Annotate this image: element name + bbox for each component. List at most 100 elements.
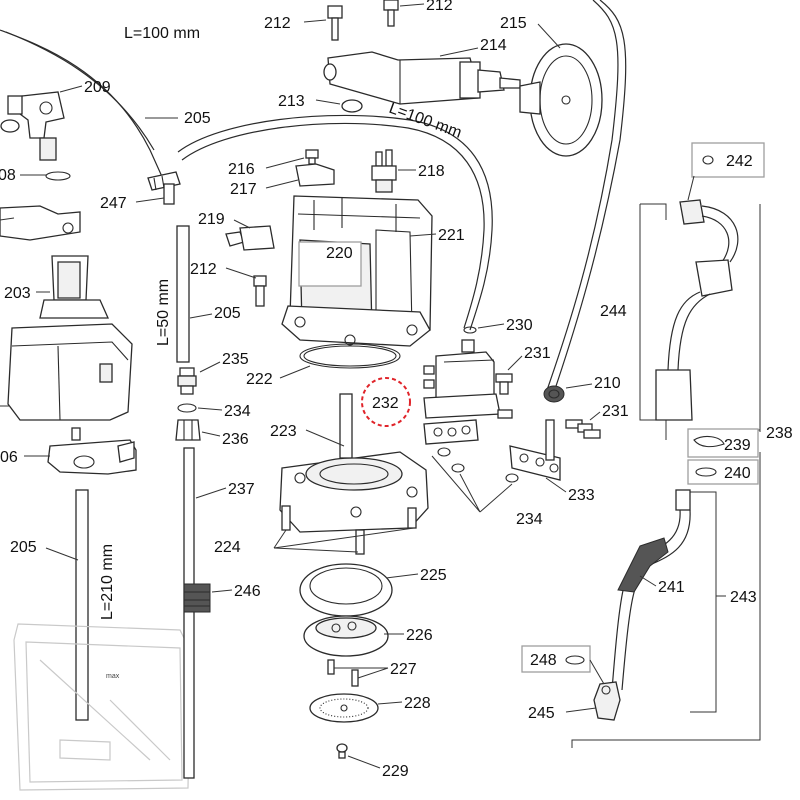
label-229: 229 bbox=[382, 763, 409, 780]
leader-223 bbox=[305, 429, 345, 447]
label-212-top-2: 212 bbox=[426, 0, 453, 14]
label-217: 217 bbox=[230, 181, 257, 198]
leader-230 bbox=[477, 323, 505, 329]
label-212-top-1: 212 bbox=[264, 15, 291, 32]
leader-221 bbox=[409, 233, 437, 237]
label-205-short: 205 bbox=[214, 305, 241, 322]
part-bracket-top-left bbox=[0, 205, 81, 241]
part-227-screw-b bbox=[351, 669, 359, 687]
leader-234-left bbox=[197, 407, 223, 411]
part-224-screw-c bbox=[407, 507, 417, 529]
part-212-screw-top-2 bbox=[383, 0, 399, 27]
part-234-oring-left bbox=[177, 403, 197, 413]
tube-205-top-mid-edge bbox=[181, 122, 485, 329]
part-231-screws-right bbox=[565, 419, 601, 439]
leader-217 bbox=[265, 179, 299, 189]
leader-236 bbox=[201, 431, 221, 437]
highlight-220-box bbox=[298, 241, 362, 287]
label-221: 221 bbox=[438, 227, 465, 244]
dim-tube-long: L=210 mm bbox=[99, 544, 116, 620]
label-216: 216 bbox=[228, 161, 255, 178]
part-241-steam-wand bbox=[611, 489, 691, 691]
tube-right-long bbox=[552, 0, 627, 396]
label-241: 241 bbox=[658, 579, 685, 596]
box-248 bbox=[521, 645, 591, 673]
leader-247 bbox=[135, 197, 165, 203]
leader-212-top-1 bbox=[303, 19, 327, 23]
part-247-tee-connector bbox=[147, 171, 181, 205]
leader-210 bbox=[565, 383, 593, 389]
part-234-plate-left bbox=[423, 419, 479, 445]
label-239: 239 bbox=[724, 437, 751, 454]
part-water-tank: max bbox=[13, 623, 191, 791]
part-219-sensor bbox=[225, 225, 275, 251]
part-208-clip bbox=[0, 119, 20, 133]
leader-219 bbox=[233, 219, 251, 229]
leader-215 bbox=[537, 23, 561, 49]
leader-224 bbox=[273, 527, 415, 553]
bracket-edge bbox=[0, 217, 15, 221]
label-248: 248 bbox=[530, 652, 557, 669]
box-242 bbox=[691, 142, 765, 178]
label-224: 224 bbox=[214, 539, 241, 556]
leader-237 bbox=[195, 487, 227, 499]
label-240: 240 bbox=[724, 465, 751, 482]
leader-205-long bbox=[45, 547, 79, 561]
highlight-232-circle bbox=[361, 377, 411, 427]
label-244: 244 bbox=[600, 303, 627, 320]
label-231-upper: 231 bbox=[524, 345, 551, 362]
part-239-clip bbox=[693, 435, 725, 448]
part-215-knob bbox=[519, 43, 603, 157]
part-230-oring bbox=[463, 326, 477, 334]
tank-max-mark: max bbox=[106, 673, 120, 680]
label-238: 238 bbox=[766, 425, 793, 442]
label-228: 228 bbox=[404, 695, 431, 712]
box-239 bbox=[687, 428, 759, 458]
part-245-wand-tip bbox=[593, 681, 621, 721]
part-223-group-head bbox=[279, 451, 429, 533]
tube-205-long bbox=[75, 489, 89, 721]
label-213: 213 bbox=[278, 93, 305, 110]
label-214: 214 bbox=[480, 37, 507, 54]
box-240 bbox=[687, 459, 759, 485]
part-231-screw-mid bbox=[497, 409, 513, 419]
part-248-oring bbox=[565, 655, 585, 665]
leader-231-upper bbox=[507, 355, 523, 371]
part-218-thermostat bbox=[371, 149, 397, 193]
dim-tube-short: L=50 mm bbox=[155, 279, 172, 346]
label-223: 223 bbox=[270, 423, 297, 440]
dim-tube-top-left: L=100 mm bbox=[124, 25, 200, 42]
part-234-oring-b bbox=[451, 463, 465, 473]
leader-225 bbox=[385, 573, 419, 579]
leader-246 bbox=[211, 589, 233, 593]
part-203-pump bbox=[7, 255, 133, 441]
label-232: 232 bbox=[372, 395, 399, 412]
label-226: 226 bbox=[406, 627, 433, 644]
label-237: 237 bbox=[228, 481, 255, 498]
dim-tube-top-mid: L=100 mm bbox=[387, 100, 464, 142]
part-240-oring bbox=[695, 467, 717, 477]
tank-reflection-2 bbox=[109, 699, 171, 761]
label-231-right: 231 bbox=[602, 403, 629, 420]
label-222: 222 bbox=[246, 371, 273, 388]
tube-205-short bbox=[176, 225, 190, 363]
label-235: 235 bbox=[222, 351, 249, 368]
part-223-shaft bbox=[339, 393, 353, 459]
leader-213 bbox=[315, 99, 341, 105]
label-233: 233 bbox=[568, 487, 595, 504]
part-226-diffuser bbox=[303, 615, 389, 657]
part-217-clip bbox=[295, 163, 335, 187]
part-228-shower-screen bbox=[309, 693, 379, 723]
leader-222 bbox=[279, 365, 311, 379]
leader-205-short bbox=[189, 313, 213, 319]
bracket-238 bbox=[571, 204, 761, 748]
leader-209 bbox=[59, 85, 83, 93]
label-205-top: 205 bbox=[184, 110, 211, 127]
label-245: 245 bbox=[528, 705, 555, 722]
leader-227 bbox=[334, 667, 389, 679]
label-230: 230 bbox=[506, 317, 533, 334]
label-209: 209 bbox=[84, 79, 111, 96]
part-231-screw-upper bbox=[495, 373, 513, 395]
tube-205-top-left-edge bbox=[5, 31, 155, 151]
